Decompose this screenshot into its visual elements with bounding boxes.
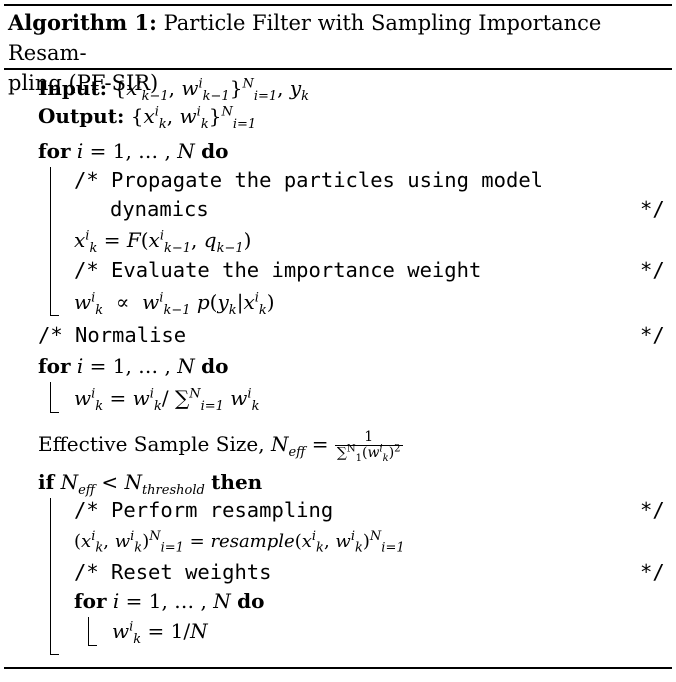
resample-equation: (xik, wik)Ni=1 = resample(xik, wik)Ni=1 — [74, 529, 405, 556]
for-loop-2-end — [50, 412, 59, 413]
if-bar — [50, 498, 51, 654]
if-keyword: if — [38, 470, 55, 494]
comment-propagate-close: */ — [640, 197, 665, 221]
comment-reset: /* Reset weights — [74, 560, 272, 584]
do-keyword: do — [201, 139, 229, 163]
comment-evaluate: /* Evaluate the importance weight — [74, 258, 482, 282]
for-keyword: for — [38, 139, 71, 163]
caption-rule — [4, 68, 672, 70]
input-line: Input: {xik−1, wik−1}Ni=1, yk — [38, 74, 310, 104]
for-loop-3-bar — [88, 617, 89, 645]
comment-resample-close: */ — [640, 498, 665, 522]
for-loop-2-header: for i = 1, … , N do — [38, 354, 229, 378]
ess-fraction: 1 ∑N1(wik)2 — [334, 429, 403, 464]
for-loop-3-end — [88, 645, 97, 646]
reset-equation: wik = 1/N — [112, 619, 208, 647]
for-loop-1-header: for i = 1, … , N do — [38, 139, 229, 163]
for-loop-1-bar — [50, 167, 51, 315]
comment-propagate-1: /* Propagate the particles using model — [74, 168, 544, 192]
ess-line: Effective Sample Size, Neff = 1 ∑N1(wik)… — [38, 429, 403, 464]
bottom-rule — [4, 667, 672, 669]
propagate-equation: xik = F(xik−1, qk−1) — [74, 228, 252, 256]
comment-propagate-2: dynamics — [110, 197, 209, 221]
comment-reset-close: */ — [640, 560, 665, 584]
normalise-equation: wik = wik/ ∑Ni=1 wik — [74, 386, 260, 414]
output-line: Output: {xik, wik}Ni=1 — [38, 102, 257, 132]
top-rule — [4, 4, 672, 6]
algorithm-title-line2: pling (PF-SIR) — [8, 71, 159, 95]
loop-range: i — [76, 139, 84, 163]
for-loop-2-bar — [50, 382, 51, 412]
comment-normalise-close: */ — [640, 323, 665, 347]
input-expression: {xik−1, wik−1}Ni=1, yk — [113, 76, 310, 104]
weight-equation: wik ∝ wik−1 p(yk|xik) — [74, 290, 275, 318]
output-keyword: Output: — [38, 104, 125, 128]
algorithm-title-line1: Particle Filter with Sampling Importance… — [8, 11, 602, 65]
then-keyword: then — [211, 470, 263, 494]
if-header: if Neff < Nthreshold then — [38, 470, 263, 498]
for-loop-3-header: for i = 1, … , N do — [74, 589, 265, 613]
if-end — [50, 654, 59, 655]
ess-text: Effective Sample Size, — [38, 432, 265, 456]
for-loop-1-end — [50, 315, 59, 316]
comment-normalise: /* Normalise — [38, 323, 187, 347]
output-expression: {xik, wik}Ni=1 — [130, 104, 257, 132]
algorithm-label: Algorithm 1: — [8, 10, 157, 35]
algorithm-caption: Algorithm 1: Particle Filter with Sampli… — [8, 8, 648, 98]
comment-resample: /* Perform resampling — [74, 498, 334, 522]
input-keyword: Input: — [38, 76, 108, 100]
comment-evaluate-close: */ — [640, 258, 665, 282]
